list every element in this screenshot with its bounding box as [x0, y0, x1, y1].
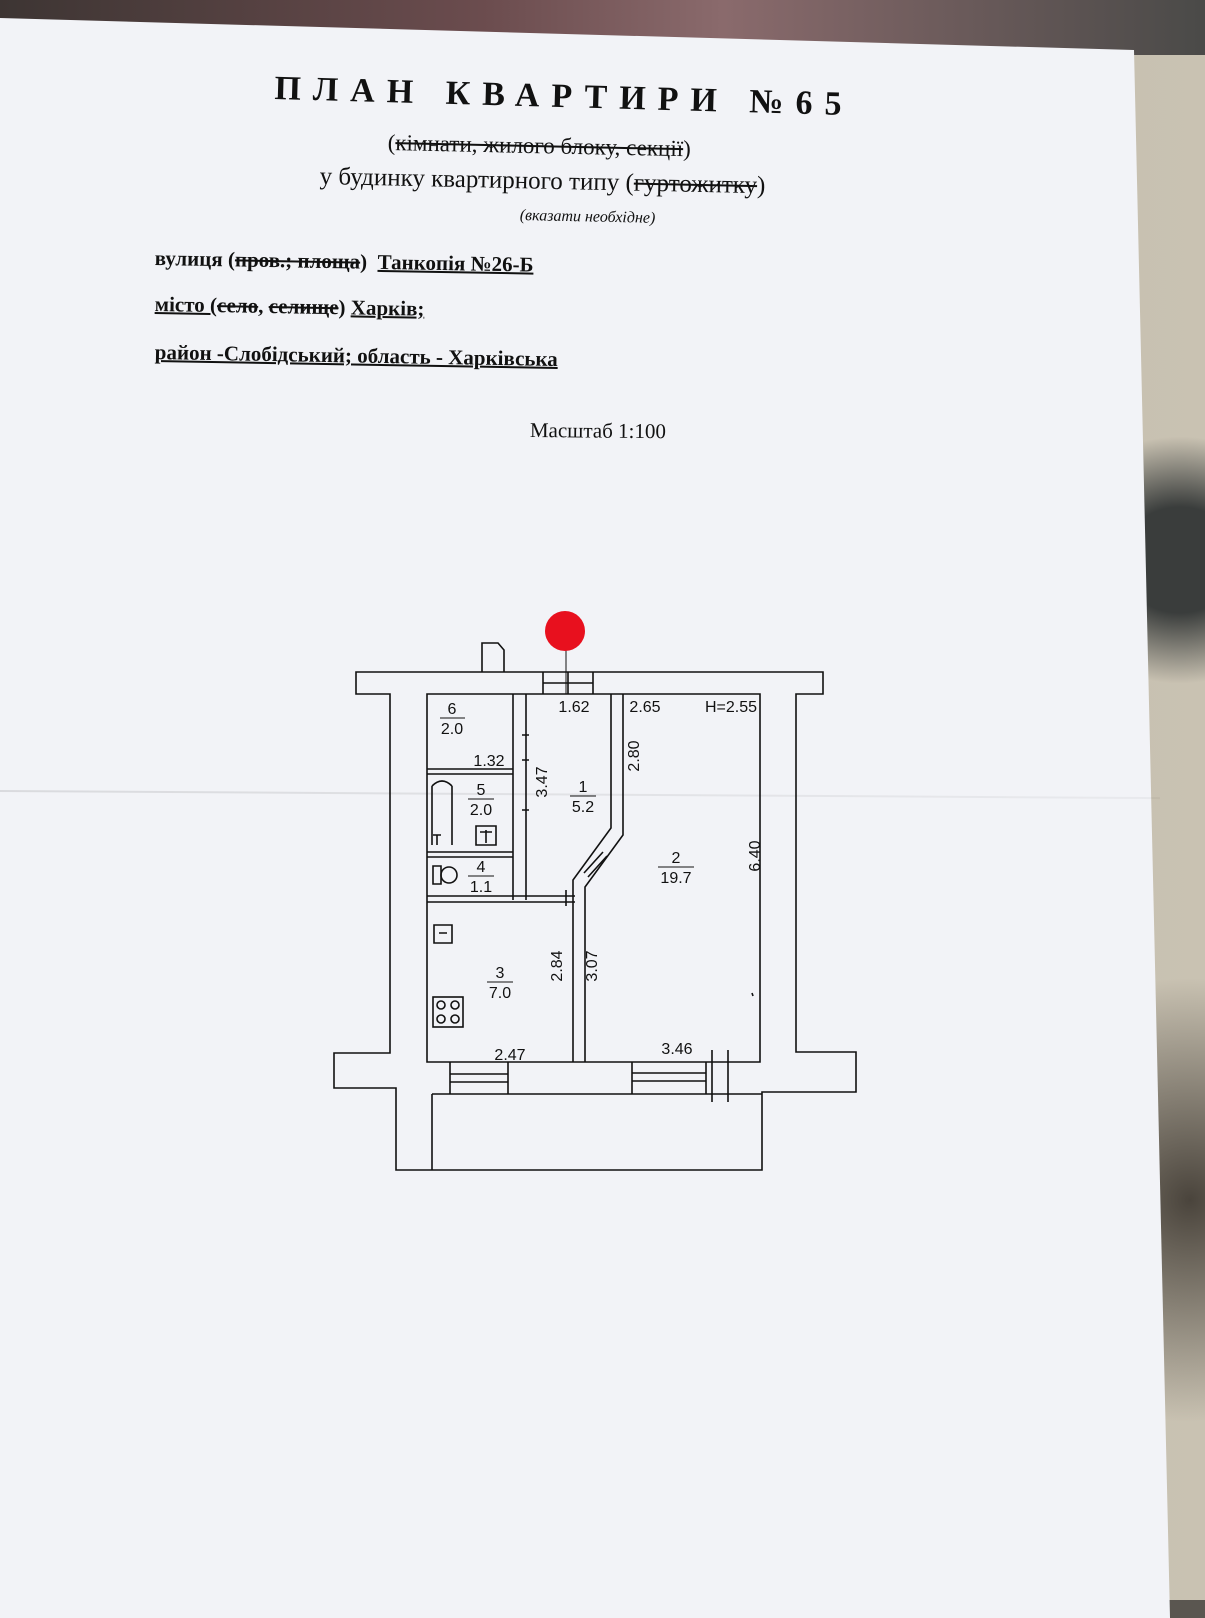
room-2-number: 2 [672, 850, 681, 867]
inner-wall-outline [426, 693, 761, 1063]
room-4-area: 1.1 [470, 879, 492, 896]
bottom-windows [449, 1050, 729, 1102]
room-3-area: 7.0 [489, 985, 511, 1002]
fixtures [431, 780, 754, 1028]
balcony-door [711, 1050, 729, 1102]
wall-room2-left-inner [584, 694, 624, 1062]
height-label: H=2.55 [705, 699, 757, 716]
room-6-number: 6 [448, 701, 457, 718]
room-4-number: 4 [477, 859, 486, 876]
top-window [542, 672, 594, 694]
stove-burner-1 [436, 1000, 446, 1010]
stove-burner-3 [436, 1014, 446, 1024]
dim-2-65: 2.65 [629, 699, 660, 716]
stove-burner-4 [450, 1014, 460, 1024]
door-room2 [583, 851, 608, 878]
room2-window [631, 1062, 707, 1094]
dim-3-47: 3.47 [534, 766, 551, 797]
room-3-number: 3 [496, 965, 505, 982]
wall-room2-left [572, 694, 612, 1062]
dim-1-62: 1.62 [558, 699, 589, 716]
room-5-number: 5 [477, 782, 486, 799]
exterior-walls [333, 671, 857, 1171]
dim-6-40: 6.40 [747, 840, 764, 871]
bathtub-icon [431, 780, 453, 845]
sink-icon [475, 825, 497, 846]
dim-2-84: 2.84 [549, 950, 566, 981]
dim-3-46: 3.46 [661, 1041, 692, 1058]
room-1-area: 5.2 [572, 799, 594, 816]
dim-2-80: 2.80 [626, 740, 643, 771]
stove-icon [432, 996, 464, 1028]
stove-burner-2 [450, 1000, 460, 1010]
room-2-area: 19.7 [660, 870, 691, 887]
chimney-vent [481, 642, 505, 672]
wall-room4-kitchen [427, 895, 575, 903]
room-1-number: 1 [579, 779, 588, 796]
wall-room5-room4 [427, 851, 513, 858]
dim-1-32: 1.32 [473, 753, 504, 770]
plan-labels: 6 2.0 5 2.0 4 1.1 1 5.2 2 19.7 3 7.0 1.6… [440, 699, 764, 1064]
document-sheet [0, 18, 1170, 1618]
toilet-icon [440, 866, 458, 884]
room-5-area: 2.0 [470, 802, 492, 819]
kitchen-window [449, 1062, 509, 1094]
kitchen-sink-icon [433, 924, 453, 944]
interior-walls [427, 694, 624, 1062]
wall-ticks [522, 734, 529, 811]
dim-2-47: 2.47 [494, 1047, 525, 1064]
red-marker-dot [545, 611, 585, 651]
room-6-area: 2.0 [441, 721, 463, 738]
outer-wall-outline [333, 671, 857, 1171]
tap-icon [433, 834, 441, 845]
wall-room6-room5 [427, 768, 513, 775]
dim-3-07: 3.07 [584, 950, 601, 981]
toilet-tank-icon [432, 865, 442, 885]
mark-dot [751, 992, 754, 997]
